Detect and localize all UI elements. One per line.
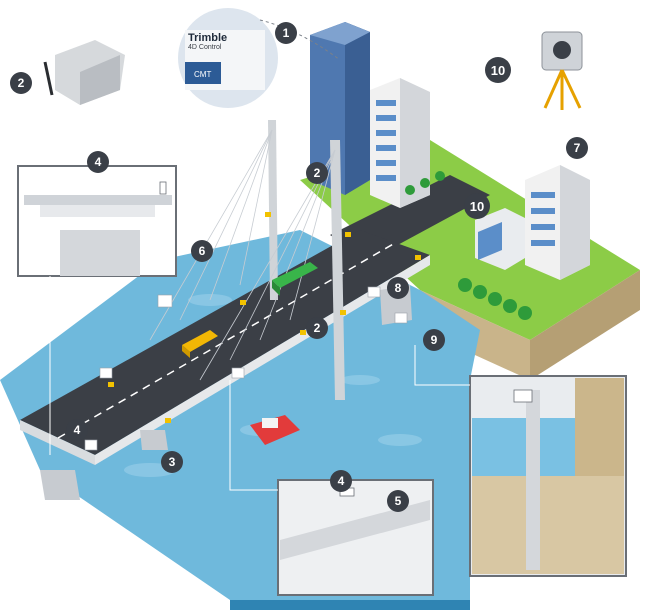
callout-3: 3: [161, 451, 183, 473]
gateway-device-icon: [43, 40, 125, 105]
trimble-monitor-icon: [178, 8, 341, 108]
callout-4-inset: 4: [87, 151, 109, 173]
inset-underdeck-sensor: [277, 479, 434, 596]
callout-6: 6: [191, 240, 213, 262]
product-name: 4D Control: [188, 44, 222, 51]
callout-2-deck: 2: [306, 317, 328, 339]
trees: [405, 171, 532, 320]
callout-8: 8: [387, 277, 409, 299]
callout-5: 5: [387, 490, 409, 512]
van: [182, 330, 218, 358]
boat: [250, 415, 300, 445]
callout-4-underdeck: 4: [330, 470, 352, 492]
inset-water-level: [469, 375, 627, 577]
brand-name: Trimble: [188, 32, 228, 44]
office-building: [370, 78, 430, 208]
sensor-boxes: [84, 286, 408, 451]
total-station-icon: [541, 31, 583, 110]
callout-9: 9: [423, 329, 445, 351]
skyscraper: [310, 22, 370, 195]
inset-deck-sensor: [17, 165, 177, 277]
callout-2-device: 2: [10, 72, 32, 94]
bus: [272, 262, 318, 296]
building-right: [475, 165, 590, 280]
bridge-sensors: [108, 212, 421, 423]
callout-4-deck: 4: [66, 419, 88, 441]
bridge-pylons: [149, 120, 345, 400]
callout-2-pylon: 2: [306, 162, 328, 184]
callout-1: 1: [275, 22, 297, 44]
cmt-label: CMT: [194, 70, 212, 79]
callout-10-city: 10: [464, 193, 490, 219]
callout-7: 7: [566, 137, 588, 159]
trimble-logo-text: Trimble 4D Control: [188, 32, 227, 51]
callout-10-station: 10: [485, 57, 511, 83]
